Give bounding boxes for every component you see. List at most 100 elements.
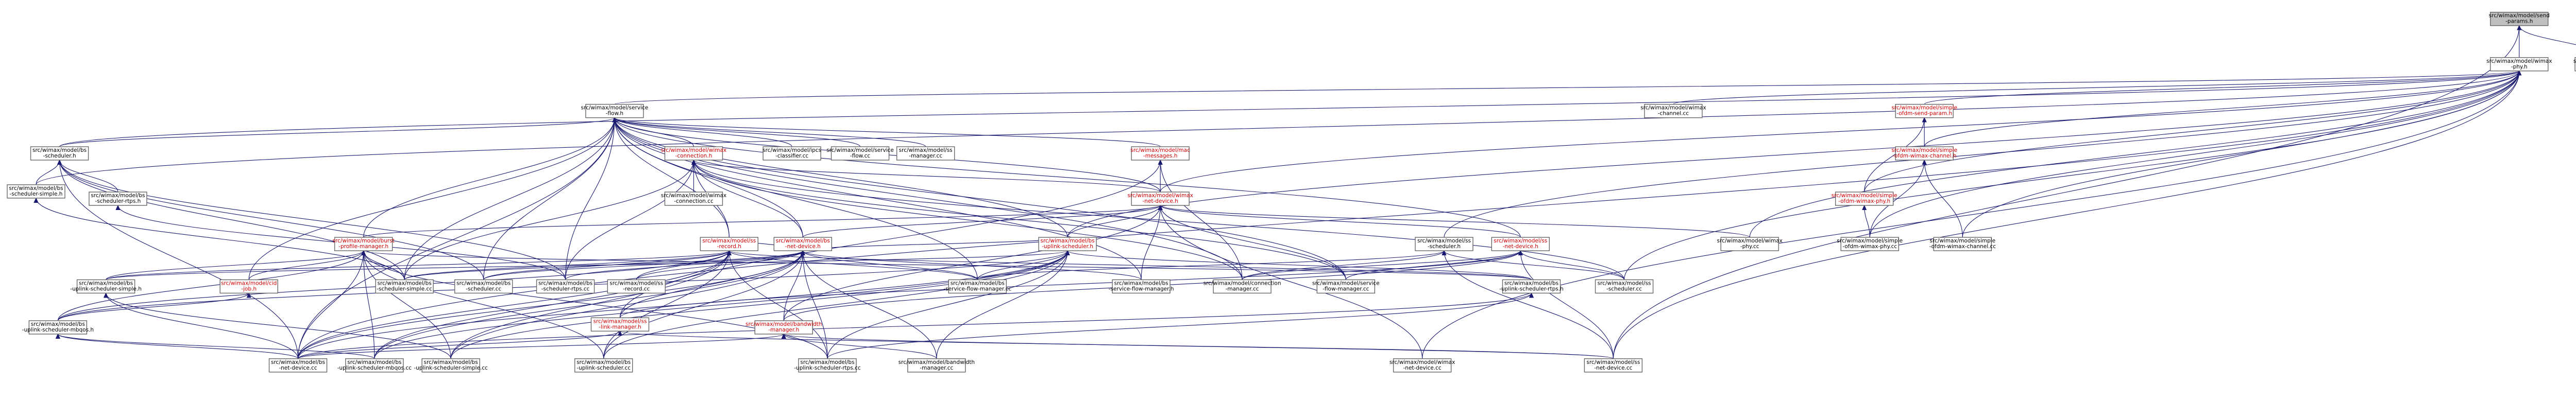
node-box [7, 184, 65, 199]
graph-node-n18[interactable]: src/wimax/model/wimax-net-device.h [1127, 191, 1193, 206]
node-box [762, 146, 821, 161]
graph-node-n50[interactable]: src/wimax/model/ss-net-device.cc [1584, 358, 1643, 373]
graph-node-n17[interactable]: src/wimax/model/wimax-connection.cc [661, 191, 726, 206]
graph-node-n14[interactable]: src/wimax/model/simple-ofdm-wimax-channe… [1891, 146, 1957, 161]
graph-node-n06[interactable]: src/wimax/model/simple-ofdm-send-param.h [1891, 103, 1957, 118]
node-label-line: src/wimax/model/ss [899, 147, 953, 153]
graph-node-n10[interactable]: src/wimax/model/service-flow.cc [826, 146, 894, 161]
graph-node-n32[interactable]: src/wimax/model/bs-scheduler-rtps.cc [536, 279, 595, 294]
node-box [1491, 237, 1550, 251]
node-label-line: -link-manager.h [599, 324, 641, 330]
graph-node-n12[interactable]: src/wimax/model/mac-messages.h [1130, 146, 1190, 161]
edge-n36-to-n08 [693, 160, 1243, 280]
graph-node-n44[interactable]: src/wimax/model/bs-uplink-scheduler-mbqo… [337, 358, 412, 373]
node-box [607, 279, 666, 294]
graph-node-n09[interactable]: src/wimax/model/ipcs-classifier.cc [762, 146, 821, 161]
graph-node-n11[interactable]: src/wimax/model/ss-manager.cc [896, 146, 955, 161]
edge-n22-to-n20 [803, 237, 1068, 251]
node-label-line: src/wimax/model/wimax [1640, 105, 1706, 111]
node-box [2574, 57, 2576, 72]
graph-node-n07[interactable]: src/wimax/model/bs-scheduler.h [30, 146, 89, 161]
graph-node-n02[interactable]: src/wimax/model/wimax-phy.h [2486, 57, 2552, 72]
node-label-line: -connection.cc [674, 198, 714, 204]
graph-node-n24[interactable]: src/wimax/model/ss-net-device.h [1491, 237, 1550, 251]
edge-n26-to-n14 [1869, 160, 1924, 238]
node-label-line: src/wimax/model/bandwidth [745, 321, 822, 327]
node-label-line: src/wimax/model/send [2573, 58, 2576, 64]
graph-node-n04[interactable]: src/wimax/model/service-flow.h [581, 103, 649, 118]
edge-n37-to-n08 [693, 160, 1346, 280]
edge-n47-to-n20 [803, 251, 828, 359]
edge-n43-to-n21 [297, 251, 729, 359]
node-label-line: src/wimax/model/wimax [2486, 58, 2552, 64]
graph-node-n21[interactable]: src/wimax/model/ss-record.h [700, 237, 759, 251]
node-box [831, 146, 890, 161]
node-label-line: src/wimax/model/simple [1891, 105, 1957, 111]
graph-node-n34[interactable]: src/wimax/model/bs-service-flow-manager.… [943, 279, 1011, 294]
graph-node-n35[interactable]: src/wimax/model/bs-service-flow-manager.… [1109, 279, 1174, 294]
node-label-line: src/wimax/model/bs [271, 359, 325, 365]
node-label-line: src/wimax/model/bs [577, 359, 631, 365]
graph-node-n22[interactable]: src/wimax/model/bs-uplink-scheduler.h [1038, 237, 1097, 251]
graph-node-n29[interactable]: src/wimax/model/cid-job.h [219, 279, 278, 294]
graph-node-n05[interactable]: src/wimax/model/wimax-channel.cc [1640, 103, 1706, 118]
node-label-line: src/wimax/model/simple [1837, 238, 1903, 244]
node-label-line: -connection.h [675, 153, 713, 159]
graph-node-n46[interactable]: src/wimax/model/bs-uplink-scheduler.cc [574, 358, 633, 373]
graph-node-n41[interactable]: src/wimax/model/ss-link-manager.h [590, 317, 650, 332]
edge-n28-to-n21 [106, 251, 730, 280]
graph-node-n49[interactable]: src/wimax/model/wimax-net-device.cc [1389, 358, 1455, 373]
node-label-line: -classifier.cc [775, 153, 808, 159]
edge-n30-to-n08 [404, 160, 693, 280]
graph-node-n39[interactable]: src/wimax/model/ss-scheduler.cc [1595, 279, 1654, 294]
graph-node-n08[interactable]: src/wimax/model/wimax-connection.h [661, 146, 726, 161]
edge-n27-to-n02 [1962, 71, 2519, 238]
edge-n46-to-n20 [603, 251, 803, 359]
edge-n13-to-n02 [1864, 71, 2519, 193]
edge-n44-to-n20 [374, 251, 803, 359]
graph-node-n30[interactable]: src/wimax/model/bs-scheduler-simple.cc [375, 279, 434, 294]
edge-n30-to-n21 [404, 251, 729, 280]
node-box [1584, 358, 1643, 373]
node-label-line: -channel.cc [1658, 111, 1689, 117]
graph-node-n40[interactable]: src/wimax/model/bs-uplink-scheduler-mbqo… [22, 320, 94, 335]
graph-node-n36[interactable]: src/wimax/model/connection-manager.cc [1204, 279, 1281, 294]
graph-node-n03[interactable]: src/wimax/model/send-params.cc [2573, 57, 2576, 72]
graph-node-n38[interactable]: src/wimax/model/bs-uplink-scheduler-rtps… [1499, 279, 1564, 294]
graph-node-n26[interactable]: src/wimax/model/simple-ofdm-wimax-phy.cc [1837, 237, 1903, 251]
graph-node-n16[interactable]: src/wimax/model/bs-scheduler-rtps.h [89, 191, 147, 206]
edge-n46-to-n22 [603, 251, 1067, 359]
graph-node-n20[interactable]: src/wimax/model/bs-net-device.h [773, 237, 833, 251]
graph-node-n48[interactable]: src/wimax/model/bandwidth-manager.cc [899, 358, 975, 373]
node-label-line: -scheduler-simple.cc [377, 286, 432, 292]
edge-n28-to-n19 [106, 251, 364, 280]
graph-node-n15[interactable]: src/wimax/model/bs-scheduler-simple.h [7, 184, 65, 199]
graph-node-n45[interactable]: src/wimax/model/bs-uplink-scheduler-simp… [414, 358, 488, 373]
graph-node-n19[interactable]: src/wimax/model/burst-profile-manager.h [332, 237, 395, 251]
node-box [76, 279, 135, 294]
node-box [30, 146, 89, 161]
node-label-line: -record.cc [623, 286, 650, 292]
edge-n39-to-n02 [1624, 71, 2519, 280]
graph-node-n28[interactable]: src/wimax/model/bs-uplink-scheduler-simp… [70, 279, 142, 294]
graph-node-n43[interactable]: src/wimax/model/bs-net-device.cc [268, 358, 328, 373]
graph-node-n37[interactable]: src/wimax/model/service-flow-manager.cc [1312, 279, 1380, 294]
graph-node-n01[interactable]: src/wimax/model/send-params.h [2489, 12, 2550, 26]
node-label-line: -params.h [2505, 19, 2533, 25]
node-label-line: src/wimax/model/bs [951, 280, 1005, 286]
graph-node-n27[interactable]: src/wimax/model/simple-ofdm-wimax-channe… [1929, 237, 1996, 251]
node-label-line: src/wimax/model/bs [776, 238, 830, 244]
edge-n30-to-n04 [404, 118, 615, 280]
graph-node-n23[interactable]: src/wimax/model/ss-scheduler.h [1415, 237, 1473, 251]
edge-n43-to-n04 [297, 118, 614, 359]
graph-node-n33[interactable]: src/wimax/model/ss-record.cc [607, 279, 666, 294]
graph-node-n31[interactable]: src/wimax/model/bs-scheduler.cc [454, 279, 513, 294]
graph-node-n42[interactable]: src/wimax/model/bandwidth-manager.h [745, 320, 822, 335]
graph-node-n25[interactable]: src/wimax/model/wimax-phy.cc [1717, 237, 1783, 251]
node-label-line: -net-device.cc [1594, 365, 1632, 371]
edge-n15-to-n07 [36, 160, 60, 185]
edge-n18-to-n02 [1160, 71, 2519, 193]
node-label-line: -net-device.cc [279, 365, 317, 371]
graph-node-n13[interactable]: src/wimax/model/simple-ofdm-wimax-phy.h [1832, 191, 1897, 206]
graph-node-n47[interactable]: src/wimax/model/bs-uplink-scheduler-rtps… [794, 358, 861, 373]
